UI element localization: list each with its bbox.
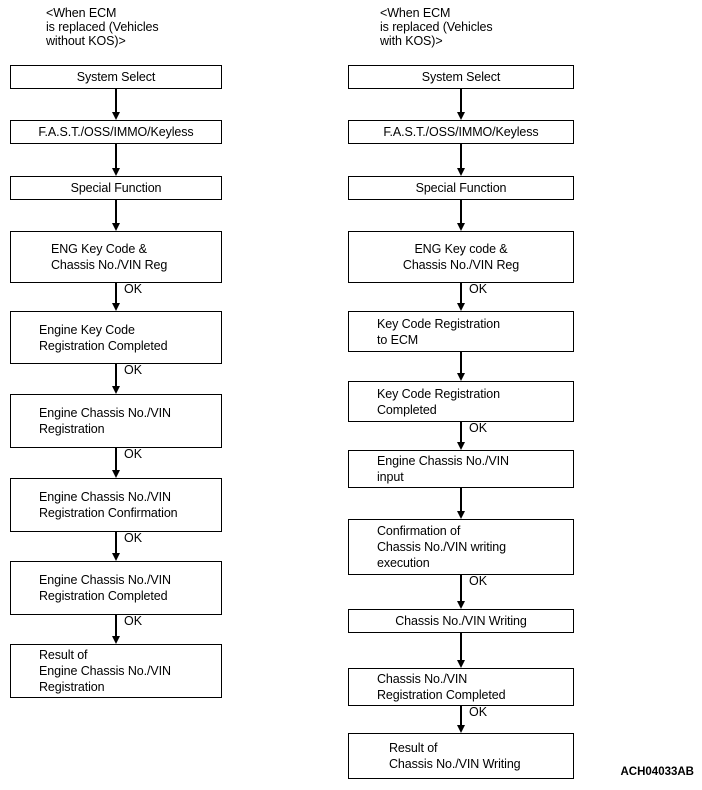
flow-node-label: Engine Chassis No./VIN Registration Conf… (39, 490, 178, 520)
connector-line (115, 615, 117, 637)
connector-label-ok: OK (124, 531, 143, 545)
flow-node-key-code-registration-to-ecm: Key Code Registration to ECM (348, 311, 574, 352)
flow-node-label: Key Code Registration to ECM (377, 316, 500, 347)
figure-code-label: ACH04033AB (620, 766, 694, 778)
flow-node-system-select: System Select (10, 65, 222, 89)
flow-node-label: F.A.S.T./OSS/IMMO/Keyless (383, 125, 539, 139)
flow-node-eng-key-code-chassis-reg-kos: ENG Key code & Chassis No./VIN Reg (348, 231, 574, 283)
connector-line (115, 89, 117, 113)
flow-node-label: Engine Chassis No./VIN Registration Comp… (39, 573, 171, 603)
arrowhead-icon (456, 660, 465, 668)
arrowhead-icon (456, 112, 465, 120)
flow-node-engine-key-code-completed: Engine Key Code Registration Completed (10, 311, 222, 364)
arrowhead-icon (111, 386, 120, 394)
connector-label-ok: OK (469, 574, 488, 588)
flow-node-engine-chassis-input: Engine Chassis No./VIN input (348, 450, 574, 488)
connector-line (115, 532, 117, 554)
flow-node-label: Special Function (70, 181, 162, 195)
arrowhead-icon (111, 112, 120, 120)
connector-line (115, 364, 117, 387)
flow-node-label: Result of Chassis No./VIN Writing (389, 741, 521, 771)
connector-line (460, 706, 462, 726)
column-title-without-kos: <When ECM is replaced (Vehicles without … (46, 6, 159, 48)
connector-label-ok: OK (124, 363, 143, 377)
flow-node-fast-oss-immo-keyless-kos: F.A.S.T./OSS/IMMO/Keyless (348, 120, 574, 144)
flow-node-eng-key-code-chassis-reg: ENG Key Code & Chassis No./VIN Reg (10, 231, 222, 283)
arrowhead-icon (111, 168, 120, 176)
flow-node-confirmation-chassis-writing: Confirmation of Chassis No./VIN writing … (348, 519, 574, 575)
flow-node-label: Result of Engine Chassis No./VIN Registr… (39, 648, 171, 694)
arrowhead-icon (456, 725, 465, 733)
flow-node-label: Engine Chassis No./VIN input (377, 454, 509, 484)
arrowhead-icon (456, 168, 465, 176)
flow-node-chassis-vin-writing: Chassis No./VIN Writing (348, 609, 574, 633)
connector-label-ok: OK (469, 705, 488, 719)
connector-line (460, 422, 462, 443)
flow-node-key-code-registration-done: Key Code Registration Completed (348, 381, 574, 422)
flow-node-system-select-kos: System Select (348, 65, 574, 89)
connector-label-ok: OK (469, 421, 488, 435)
connector-line (115, 448, 117, 471)
flow-node-special-function-kos: Special Function (348, 176, 574, 200)
connector-label-ok: OK (124, 447, 143, 461)
connector-line (460, 575, 462, 602)
connector-line (460, 89, 462, 113)
flow-node-label: System Select (421, 70, 501, 84)
arrowhead-icon (111, 553, 120, 561)
connector-label-ok: OK (124, 282, 143, 296)
arrowhead-icon (456, 303, 465, 311)
flow-node-label: Chassis No./VIN Registration Completed (377, 672, 506, 702)
connector-line (115, 200, 117, 224)
arrowhead-icon (456, 373, 465, 381)
arrowhead-icon (456, 442, 465, 450)
column-title-with-kos: <When ECM is replaced (Vehicles with KOS… (380, 6, 493, 48)
connector-line (460, 352, 462, 374)
connector-line (460, 283, 462, 304)
arrowhead-icon (111, 303, 120, 311)
flow-node-result-chassis-writing: Result of Chassis No./VIN Writing (348, 733, 574, 779)
flow-node-label: Special Function (415, 181, 507, 195)
flow-node-engine-chassis-registration: Engine Chassis No./VIN Registration (10, 394, 222, 448)
flow-node-special-function: Special Function (10, 176, 222, 200)
connector-line (460, 488, 462, 512)
connector-line (115, 283, 117, 304)
flow-node-label: ENG Key code & Chassis No./VIN Reg (402, 242, 520, 272)
arrowhead-icon (456, 601, 465, 609)
flow-node-label: Key Code Registration Completed (377, 386, 500, 417)
flow-node-result-engine-chassis: Result of Engine Chassis No./VIN Registr… (10, 644, 222, 698)
arrowhead-icon (456, 511, 465, 519)
connector-label-ok: OK (469, 282, 488, 296)
connector-label-ok: OK (124, 614, 143, 628)
flow-node-label: Confirmation of Chassis No./VIN writing … (377, 524, 506, 570)
flow-node-chassis-registration-done: Chassis No./VIN Registration Completed (348, 668, 574, 706)
connector-line (460, 200, 462, 224)
flow-node-label: Engine Key Code Registration Completed (39, 322, 168, 353)
flow-node-label: ENG Key Code & Chassis No./VIN Reg (51, 242, 168, 272)
flow-node-label: System Select (76, 70, 156, 84)
flow-node-engine-chassis-completed: Engine Chassis No./VIN Registration Comp… (10, 561, 222, 615)
arrowhead-icon (111, 470, 120, 478)
flow-node-label: Engine Chassis No./VIN Registration (39, 406, 171, 436)
connector-line (460, 144, 462, 169)
arrowhead-icon (111, 636, 120, 644)
connector-line (115, 144, 117, 169)
flow-node-fast-oss-immo-keyless: F.A.S.T./OSS/IMMO/Keyless (10, 120, 222, 144)
flow-node-engine-chassis-confirmation: Engine Chassis No./VIN Registration Conf… (10, 478, 222, 532)
connector-line (460, 633, 462, 661)
arrowhead-icon (456, 223, 465, 231)
flow-node-label: F.A.S.T./OSS/IMMO/Keyless (38, 125, 194, 139)
arrowhead-icon (111, 223, 120, 231)
flow-node-label: Chassis No./VIN Writing (395, 614, 527, 628)
